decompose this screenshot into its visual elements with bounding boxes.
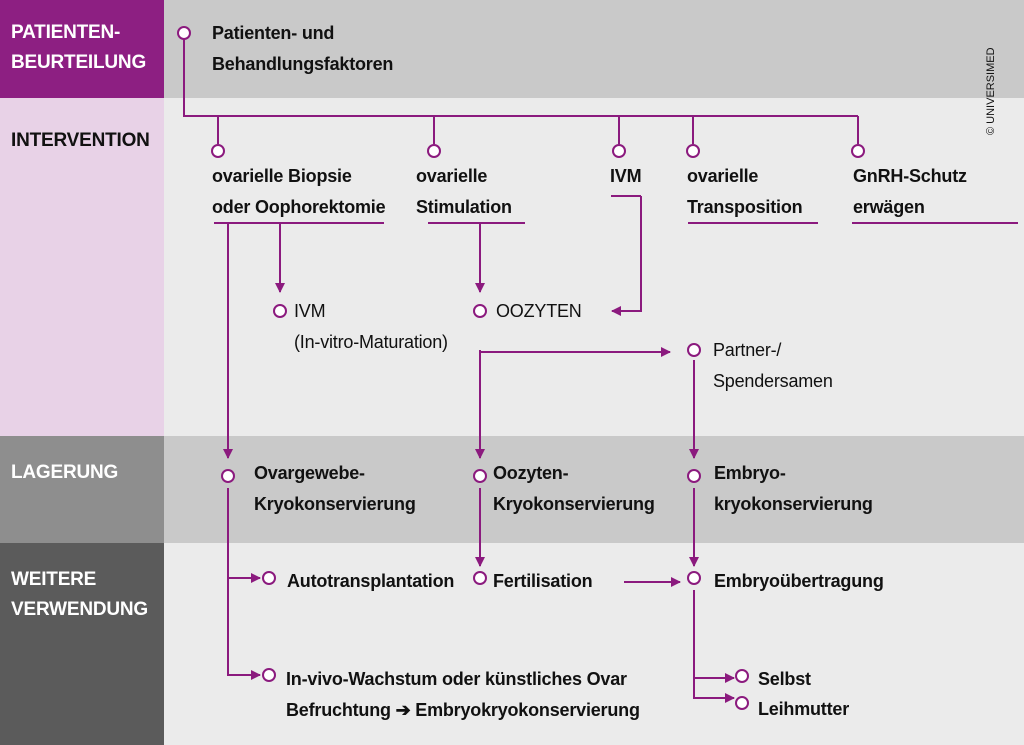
node-autotransplant: Autotransplantation [287, 566, 454, 597]
node-embryo-cryo: Embryo- kryokonservierung [714, 458, 873, 520]
arrow-to-surrogate [693, 678, 735, 703]
node-circle-tissue-cryo [221, 469, 235, 483]
node-self: Selbst [758, 664, 811, 695]
fertilisation-line1: Fertilisation [493, 571, 593, 591]
node-circle-in-vivo [262, 668, 276, 682]
node-tissue-cryo: Ovargewebe- Kryokonservierung [254, 458, 416, 520]
intervention-label: INTERVENTION [11, 130, 150, 151]
surrogate-line1: Leihmutter [758, 699, 850, 719]
partner-line2: Spendersamen [713, 371, 833, 391]
node-circle-oocytes [473, 304, 487, 318]
oocyte-cryo-line2: Kryokonservierung [493, 494, 655, 514]
self-line1: Selbst [758, 669, 811, 689]
node-circle-oocyte-cryo [473, 469, 487, 483]
node-factors: Patienten- und Behandlungsfaktoren [212, 18, 393, 80]
storage-row-label: LAGERUNG [0, 436, 164, 543]
patient-label-line1: PATIENTEN- [11, 22, 121, 43]
patient-row-band [0, 0, 1024, 98]
in-vivo-line1: In-vivo-Wachstum oder künstliches Ovar [286, 669, 627, 689]
copyright-notice: © UNIVERSIMED [985, 47, 997, 135]
ivm-top-line1: IVM [610, 166, 642, 186]
usage-row-label: WEITERE VERWENDUNG [0, 543, 164, 745]
embryo-transfer-line1: Embryoübertragung [714, 571, 884, 591]
node-stimulation: ovarielle Stimulation [416, 161, 512, 223]
factors-line2: Behandlungsfaktoren [212, 54, 394, 74]
biopsy-line1: ovarielle Biopsie [212, 166, 352, 186]
node-fertilisation: Fertilisation [493, 566, 593, 597]
node-ivm-mid: IVM (In-vitro-Maturation) [294, 296, 448, 358]
node-transposition: ovarielle Transposition [687, 161, 803, 223]
storage-label: LAGERUNG [11, 462, 119, 483]
partner-line1: Partner-/ [713, 340, 782, 360]
node-circle-embryo-cryo [687, 469, 701, 483]
node-embryo-transfer: Embryoübertragung [714, 566, 884, 597]
autotransplant-line1: Autotransplantation [287, 571, 455, 591]
stimulation-line2: Stimulation [416, 197, 512, 217]
oocyte-cryo-line1: Oozyten- [493, 463, 569, 483]
node-circle-factors [177, 26, 191, 40]
node-circle-surrogate [735, 696, 749, 710]
node-circle-partner [687, 343, 701, 357]
usage-label-line2: VERWENDUNG [11, 599, 148, 620]
node-gnrh: GnRH-Schutz erwägen [853, 161, 967, 223]
usage-label-line1: WEITERE [11, 569, 97, 590]
tissue-cryo-line2: Kryokonservierung [254, 494, 416, 514]
gnrh-line2: erwägen [853, 197, 925, 217]
node-circle-biopsy [211, 144, 225, 158]
trunk-line [183, 39, 858, 117]
stimulation-line1: ovarielle [416, 166, 488, 186]
node-circle-ivm [612, 144, 626, 158]
patient-row-label: PATIENTEN- BEURTEILUNG [0, 0, 164, 98]
node-in-vivo: In-vivo-Wachstum oder künstliches Ovar B… [286, 664, 640, 726]
embryo-cryo-line2: kryokonservierung [714, 494, 873, 514]
node-circle-stimulation [427, 144, 441, 158]
node-circle-embryo-transfer [687, 571, 701, 585]
transposition-line1: ovarielle [687, 166, 759, 186]
transposition-line2: Transposition [687, 197, 803, 217]
patient-label-line2: BEURTEILUNG [11, 52, 147, 73]
biopsy-line2: oder Oophorektomie [212, 197, 386, 217]
node-oocyte-cryo: Oozyten- Kryokonservierung [493, 458, 655, 520]
gnrh-line1: GnRH-Schutz [853, 166, 967, 186]
ivm-mid-line2: (In-vitro-Maturation) [294, 332, 448, 352]
node-circle-self [735, 669, 749, 683]
node-circle-ivm-mid [273, 304, 287, 318]
node-circle-gnrh [851, 144, 865, 158]
node-circle-transposition [686, 144, 700, 158]
in-vivo-line2: Befruchtung ➔ Embryokryokonservierung [286, 700, 640, 720]
embryo-cryo-line1: Embryo- [714, 463, 786, 483]
node-circle-fertilisation [473, 571, 487, 585]
node-biopsy: ovarielle Biopsie oder Oophorektomie [212, 161, 386, 223]
node-oocytes: OOZYTEN [496, 296, 582, 327]
ivm-mid-line1: IVM [294, 301, 326, 321]
arrow-ivm-to-oocytes [611, 196, 642, 316]
arrow-to-in-vivo [227, 578, 261, 680]
node-partner: Partner-/ Spendersamen [713, 335, 833, 397]
node-circle-autotransplant [262, 571, 276, 585]
oocytes-line1: OOZYTEN [496, 301, 582, 321]
tissue-cryo-line1: Ovargewebe- [254, 463, 365, 483]
node-ivm-top: IVM [610, 161, 642, 192]
storage-row-band [0, 436, 1024, 543]
factors-line1: Patienten- und [212, 23, 335, 43]
usage-row-band [0, 543, 1024, 745]
node-surrogate: Leihmutter [758, 694, 849, 725]
arrow-to-self [693, 590, 735, 683]
intervention-row-label: INTERVENTION [0, 98, 164, 436]
